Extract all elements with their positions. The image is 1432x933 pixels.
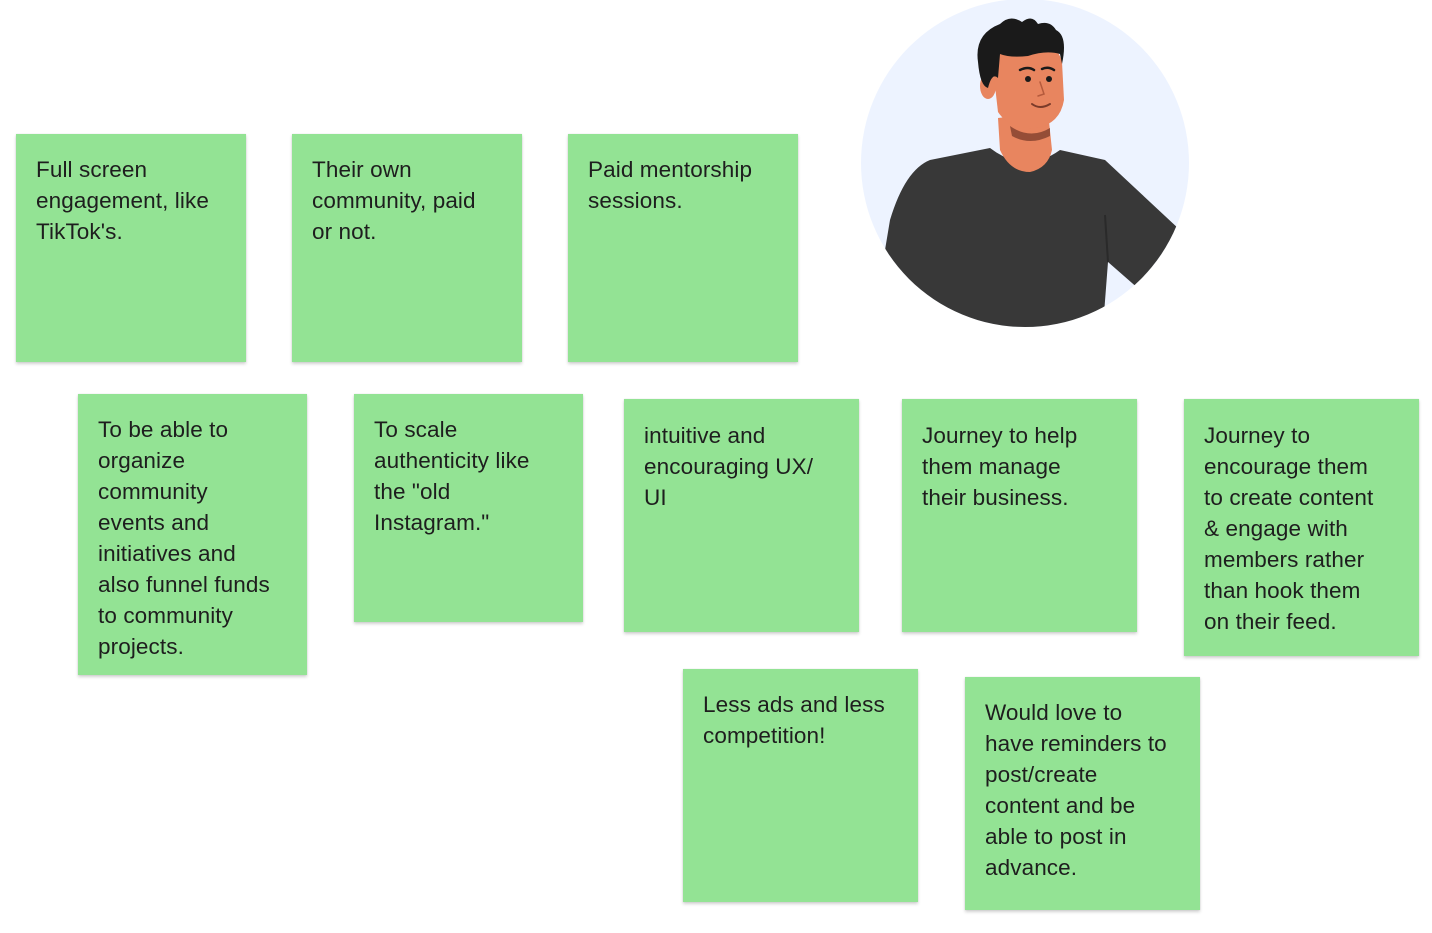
note-line: Journey to help: [922, 423, 1078, 448]
note-line: projects.: [98, 634, 184, 659]
sticky-note[interactable]: Journey to encourage them to create cont…: [1184, 399, 1419, 656]
note-line: events and: [98, 510, 210, 535]
note-line: encourage them: [1204, 454, 1369, 479]
note-line: than hook them: [1204, 578, 1361, 603]
note-line: encouraging UX/: [644, 454, 814, 479]
note-line: also funnel funds: [98, 572, 270, 597]
note-line: content and be: [985, 793, 1136, 818]
sticky-note[interactable]: Full screen engagement, like TikTok's.: [16, 134, 246, 362]
note-line: competition!: [703, 723, 826, 748]
note-line: intuitive and: [644, 423, 766, 448]
note-line: members rather: [1204, 547, 1365, 572]
note-line: Instagram.": [374, 510, 490, 535]
note-line: community, paid: [312, 188, 476, 213]
note-line: initiatives and: [98, 541, 236, 566]
sticky-note[interactable]: Their own community, paid or not.: [292, 134, 522, 362]
note-line: community: [98, 479, 208, 504]
note-line: their business.: [922, 485, 1069, 510]
note-line: on their feed.: [1204, 609, 1337, 634]
sticky-note[interactable]: Journey to help them manage their busine…: [902, 399, 1137, 632]
note-line: sessions.: [588, 188, 683, 213]
note-line: Paid mentorship: [588, 157, 753, 182]
sticky-note[interactable]: Would love to have reminders to post/cre…: [965, 677, 1200, 910]
note-line: able to post in: [985, 824, 1127, 849]
note-line: Less ads and less: [703, 692, 885, 717]
note-line: To be able to: [98, 417, 229, 442]
sticky-note[interactable]: intuitive and encouraging UX/ UI: [624, 399, 859, 632]
note-line: UI: [644, 485, 667, 510]
note-line: engagement, like: [36, 188, 209, 213]
note-line: post/create: [985, 762, 1098, 787]
note-line: Full screen: [36, 157, 148, 182]
sticky-note[interactable]: Paid mentorship sessions.: [568, 134, 798, 362]
note-line: or not.: [312, 219, 377, 244]
note-line: Journey to: [1204, 423, 1311, 448]
note-line: to create content: [1204, 485, 1374, 510]
note-line: organize: [98, 448, 186, 473]
note-line: & engage with: [1204, 516, 1348, 541]
note-line: have reminders to: [985, 731, 1167, 756]
note-line: them manage: [922, 454, 1061, 479]
sticky-note[interactable]: To be able to organize community events …: [78, 394, 307, 675]
note-line: Their own: [312, 157, 412, 182]
note-line: To scale: [374, 417, 458, 442]
persona-avatar-icon[interactable]: [860, 0, 1190, 330]
note-line: to community: [98, 603, 233, 628]
note-line: Would love to: [985, 700, 1123, 725]
note-line: advance.: [985, 855, 1078, 880]
sticky-note[interactable]: Less ads and less competition!: [683, 669, 918, 902]
note-line: TikTok's.: [36, 219, 123, 244]
sticky-note[interactable]: To scale authenticity like the "old Inst…: [354, 394, 583, 622]
note-line: the "old: [374, 479, 451, 504]
note-line: authenticity like: [374, 448, 530, 473]
